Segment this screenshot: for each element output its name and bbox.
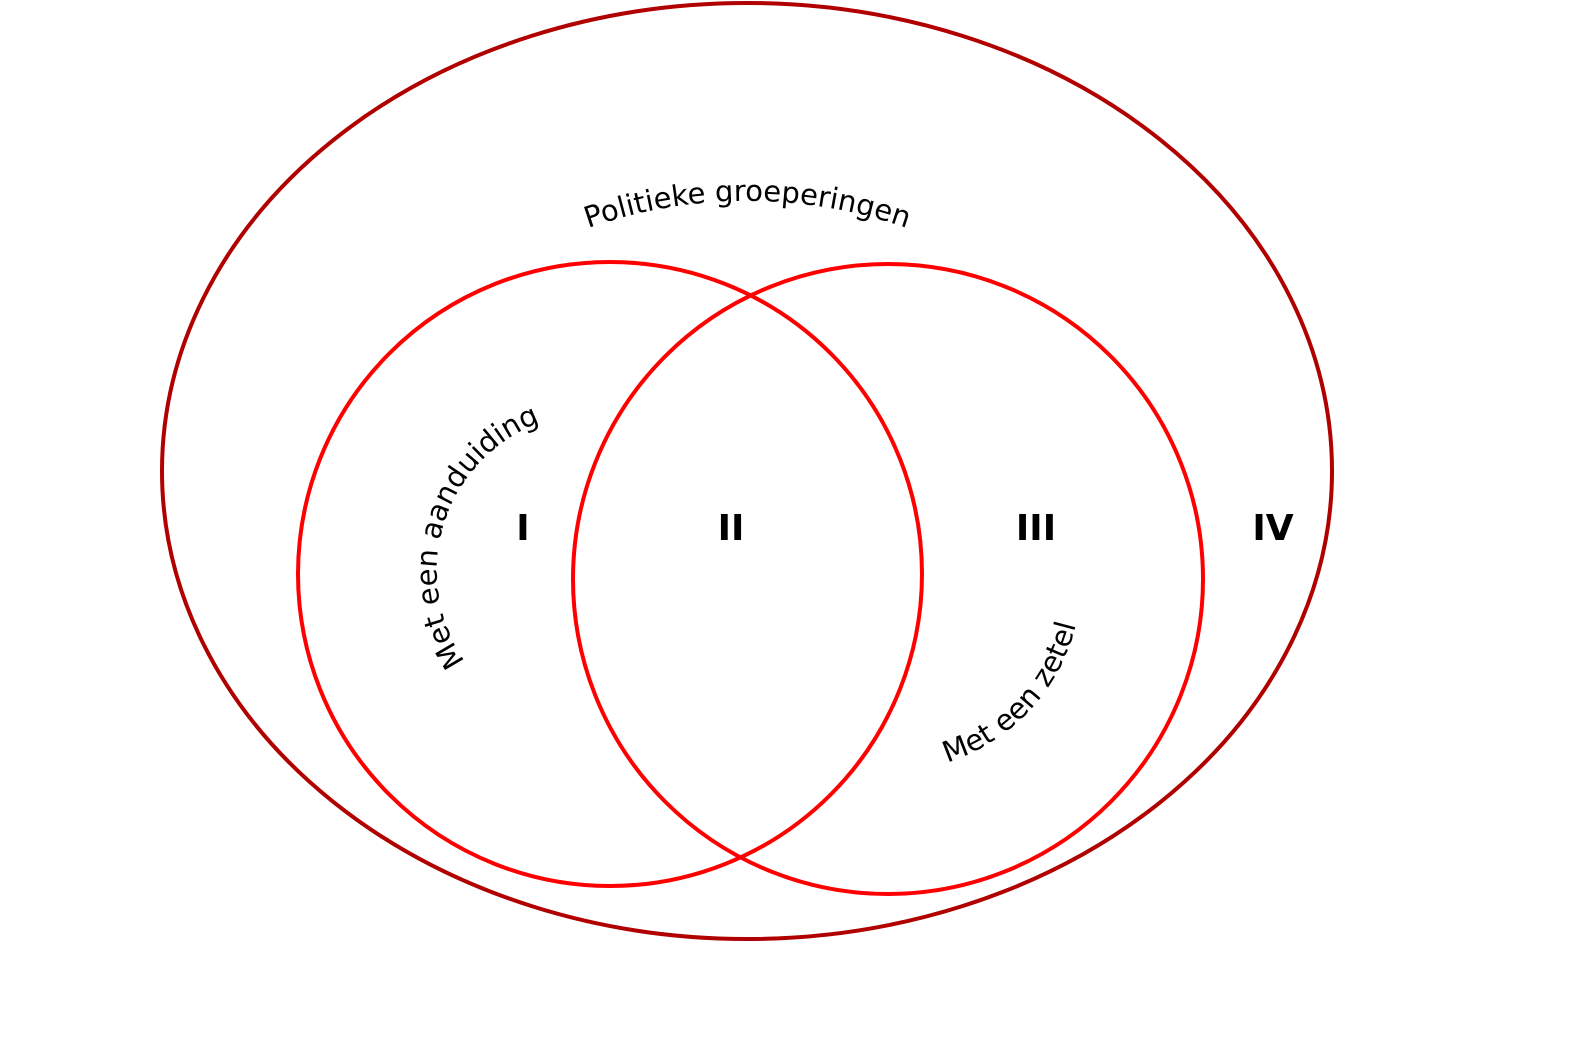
region-label-iii: III <box>1016 508 1056 549</box>
designation-set <box>296 260 924 888</box>
region-label-iv: IV <box>1252 508 1293 549</box>
region-label-i: I <box>516 508 529 549</box>
region-label-ii: II <box>718 508 745 549</box>
right-set-label: Met een zetel <box>938 618 1083 770</box>
outer-set-label: Politieke groeperingen <box>579 174 915 235</box>
political-groups-set <box>160 1 1334 941</box>
seat-set <box>571 262 1205 896</box>
